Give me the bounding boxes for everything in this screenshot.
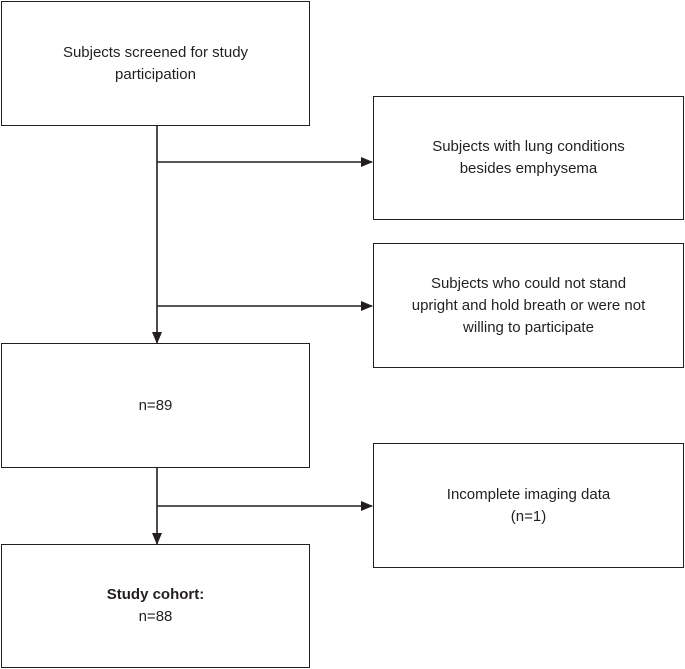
imaging-exclusion-text: Incomplete imaging data (n=1)	[446, 485, 611, 525]
cohort-box: Study cohort: n=88	[1, 544, 310, 668]
cohort-title: Study cohort:	[106, 586, 205, 603]
posture-exclusion-box: Subjects who could not stand upright and…	[373, 243, 684, 368]
lung-exclusion-text: Subjects with lung conditions besides em…	[432, 138, 625, 177]
posture-exclusion-text: Subjects who could not stand upright and…	[411, 274, 646, 336]
cohort-count: n=88	[138, 608, 173, 625]
screened-box: Subjects screened for study participatio…	[1, 1, 310, 126]
lung-exclusion-box: Subjects with lung conditions besides em…	[373, 96, 684, 220]
screened-text: Subjects screened for study participatio…	[62, 43, 249, 83]
imaging-exclusion-box: Incomplete imaging data (n=1)	[373, 443, 684, 568]
remaining-count: n=89	[138, 396, 173, 414]
remaining-box: n=89	[1, 343, 310, 468]
